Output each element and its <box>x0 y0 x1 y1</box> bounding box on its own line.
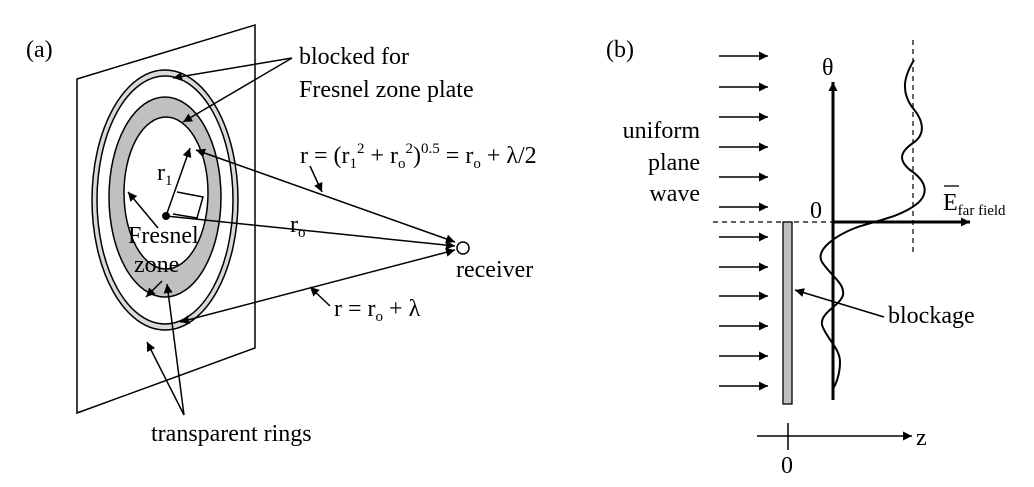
theta-zero-label: 0 <box>810 198 822 224</box>
receiver-icon <box>456 241 470 255</box>
equation-half-wave: r = (r12 + ro2)0.5 = ro + λ/2 <box>300 141 537 172</box>
far-field-pattern-curve <box>819 59 926 391</box>
ro-label: ro <box>290 212 306 241</box>
wave-label-line2: plane <box>648 150 700 176</box>
blockage-label: blockage <box>888 303 975 329</box>
r1-arrow <box>165 147 192 217</box>
theta-axis-label: θ <box>822 55 834 81</box>
z-zero-label: 0 <box>781 453 793 479</box>
r-half-wave-line <box>195 148 456 244</box>
fresnel-arrow-bottom <box>145 280 163 298</box>
receiver-label: receiver <box>456 257 533 283</box>
eq1-pointer-arrow <box>309 165 323 193</box>
fresnel-zone-label-line1: Fresnel <box>128 223 199 249</box>
z-axis-label: z <box>916 425 927 451</box>
transparent-arrow-outer <box>146 341 185 416</box>
plane-wave-arrows <box>719 51 768 391</box>
blocked-label-line2: Fresnel zone plate <box>299 77 474 103</box>
blockage-arrow <box>794 288 885 318</box>
fresnel-zone-label-line2: zone <box>134 252 179 278</box>
wave-label-line1: uniform <box>623 118 701 144</box>
panel-b-label: (b) <box>606 37 634 63</box>
blocked-arrow-outer <box>172 57 293 81</box>
blocked-arrow-inner <box>182 57 293 123</box>
fresnel-arrow-left <box>127 191 159 229</box>
panel-a-label: (a) <box>26 37 53 63</box>
e-far-field-label: Efar field <box>943 190 1006 219</box>
equation-full-wave: r = ro + λ <box>334 296 421 325</box>
blockage-bar <box>782 221 793 405</box>
transparent-arrow-inner <box>163 283 185 416</box>
screen-plate <box>76 23 256 415</box>
blocked-label-line1: blocked for <box>299 44 409 70</box>
eq2-pointer-arrow <box>309 286 331 307</box>
r1-label: r1 <box>157 160 173 189</box>
r-full-wave-line <box>179 247 456 325</box>
wave-label-line3: wave <box>649 181 700 207</box>
transparent-rings-label: transparent rings <box>151 421 312 447</box>
